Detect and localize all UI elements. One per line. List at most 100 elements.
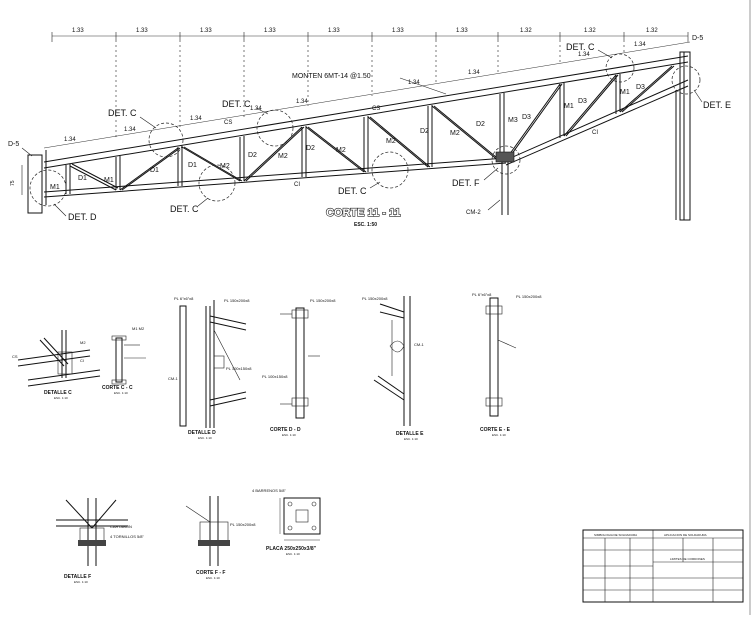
label-d1-b: D1 [150,167,159,174]
section-scale: ESC. 1:50 [354,222,377,228]
detail-f-scale: ESC. 1:10 [74,580,88,584]
detd-pl-a: PL 6"x6"x8 [174,296,194,301]
placa-title: PLACA 250x250x3/8" [266,546,317,552]
label-m1-left: M1 [50,184,60,191]
detd-pl-b: PL 150x200x8 [224,298,250,303]
section-cc-scale: ESC. 1:10 [114,391,128,395]
callout-cm2: CM-2 [466,210,481,216]
detail-d: PL 6"x6"x8 PL 150x200x8 PL 100x150x8 CM-… [168,296,252,440]
secee-pl-a: PL 6"x6"x8 [472,292,492,297]
placa-scale: ESC. 1:10 [286,552,300,556]
detail-c-scale: ESC. 1:10 [54,396,68,400]
detail-e-title: DETALLE E [396,431,424,437]
secee-pl-b: PL 150x200x8 [516,294,542,299]
detd-cm1: CM-1 [168,376,179,381]
dim-6: 1.33 [392,28,404,34]
rafter-dim-5: 1.34 [296,99,308,105]
rafter-dim-2: 1.34 [124,127,136,133]
section-ff-title: CORTE F - F [196,570,225,576]
det-c-circle-3 [198,164,236,202]
det-c-circle-4 [371,151,409,189]
section-ff-scale: ESC. 1:10 [206,576,220,580]
section-cc-title: CORTE C - C [102,385,133,391]
placa-anchors: 4 BARRENOS 5/8" [252,488,286,493]
table-sub: LIMITES DE CORDONES [670,557,705,561]
label-d2-a: D2 [248,152,257,159]
section-c-c: M1 M2 CORTE C - C ESC. 1:10 [102,326,146,395]
det-c-circle-5 [605,53,635,83]
section-ee-scale: ESC. 1:10 [492,433,506,437]
det-d-circle [29,169,67,207]
callout-det-c5: DET. C [566,42,595,52]
label-d1-c: D1 [188,162,197,169]
detail-d-scale: ESC. 1:10 [198,436,212,440]
label-d2-d: D2 [476,121,485,128]
dim-7: 1.33 [456,28,468,34]
height-dim: 75 [10,180,16,186]
weld-table: SIMBOLOGIA DE SOLDADURA APLICACION DE SO… [582,529,744,603]
dete-cm1: CM-1 [414,342,425,347]
section-dd-scale: ESC. 1:10 [282,433,296,437]
callout-det-e: DET. E [703,100,731,110]
det-e-circle [671,65,701,95]
label-cs-a: CS [224,120,232,126]
secff-pl: PL 150x200x8 [230,522,256,527]
section-ee-title: CORTE E - E [480,427,511,433]
label-m2-d: M2 [386,138,396,145]
callout-d5-right: D-5 [692,35,703,42]
callout-det-c4: DET. C [338,186,367,196]
detail-d-title: DETALLE D [188,430,216,436]
label-cs-b: CS [372,106,380,112]
rafter-dim-3: 1.34 [190,116,202,122]
detail-e-scale: ESC. 1:10 [404,437,418,441]
label-d3-a: D3 [522,114,531,121]
label-d1-a: D1 [78,175,87,182]
dim-5: 1.33 [328,28,340,34]
detail-c: CS M2 CI DETALLE C ESC. 1:10 [12,330,101,400]
label-ci-b: CI [592,130,598,136]
detail-f-title: DETALLE F [64,574,91,580]
dim-4: 1.33 [264,28,276,34]
callout-det-c3: DET. C [170,204,199,214]
dim-1: 1.33 [72,28,84,34]
section-f-f: PL 150x200x8 CORTE F - F ESC. 1:10 [185,496,256,580]
detc-note-1: CS [12,354,18,359]
rafter-dim-4: 1.34 [250,106,262,112]
label-ci-a: CI [294,182,300,188]
rafter-dim-9: 1.34 [634,42,646,48]
detail-c-title: DETALLE C [44,390,72,396]
detf-torn: 4 TORNILLOS 5/8" [110,534,145,539]
label-m1-b: M1 [564,103,574,110]
callout-det-c2: DET. C [222,99,251,109]
secdd-pl-c: PL 100x150x8 [262,374,288,379]
section-d-d: PL 150x200x8 PL 100x150x8 CORTE D - D ES… [262,298,336,437]
monten-label: MONTEN 6MT-14 @1.50 [292,73,371,80]
det-c-circle-1 [148,122,184,158]
dim-3: 1.33 [200,28,212,34]
callout-det-c1: DET. C [108,108,137,118]
label-d2-b: D2 [306,145,315,152]
label-m2-c: M2 [336,147,346,154]
label-d3-b: D3 [578,98,587,105]
detc-note-3: CI [80,358,84,363]
detf-cart: CARTABON [110,524,132,529]
secdd-pl: PL 150x200x8 [310,298,336,303]
table-col2: APLICACION DE SOLDADURA [664,533,707,537]
rafter-dim-7: 1.34 [468,70,480,76]
detd-pl-c: PL 100x150x8 [226,366,252,371]
truss-elevation: 1.33 1.33 1.33 1.33 1.33 1.33 1.33 1.32 … [8,28,731,228]
rafter-dim-8: 1.34 [578,52,590,58]
detail-f: CARTABON 4 TORNILLOS 5/8" DETALLE F ESC.… [56,498,145,584]
callout-det-d: DET. D [68,212,97,222]
det-f-circle [491,145,521,175]
label-d2-c: D2 [420,128,429,135]
label-m1-c: M1 [620,89,630,96]
label-m2-e: M2 [450,130,460,137]
det-c-circle-2 [256,109,294,147]
detail-e: PL 150x200x8 CM-1 DETALLE E ESC. 1:10 [362,296,425,441]
callout-d5-left: D-5 [8,141,19,148]
dim-10: 1.32 [646,28,658,34]
label-m2-b: M2 [278,153,288,160]
